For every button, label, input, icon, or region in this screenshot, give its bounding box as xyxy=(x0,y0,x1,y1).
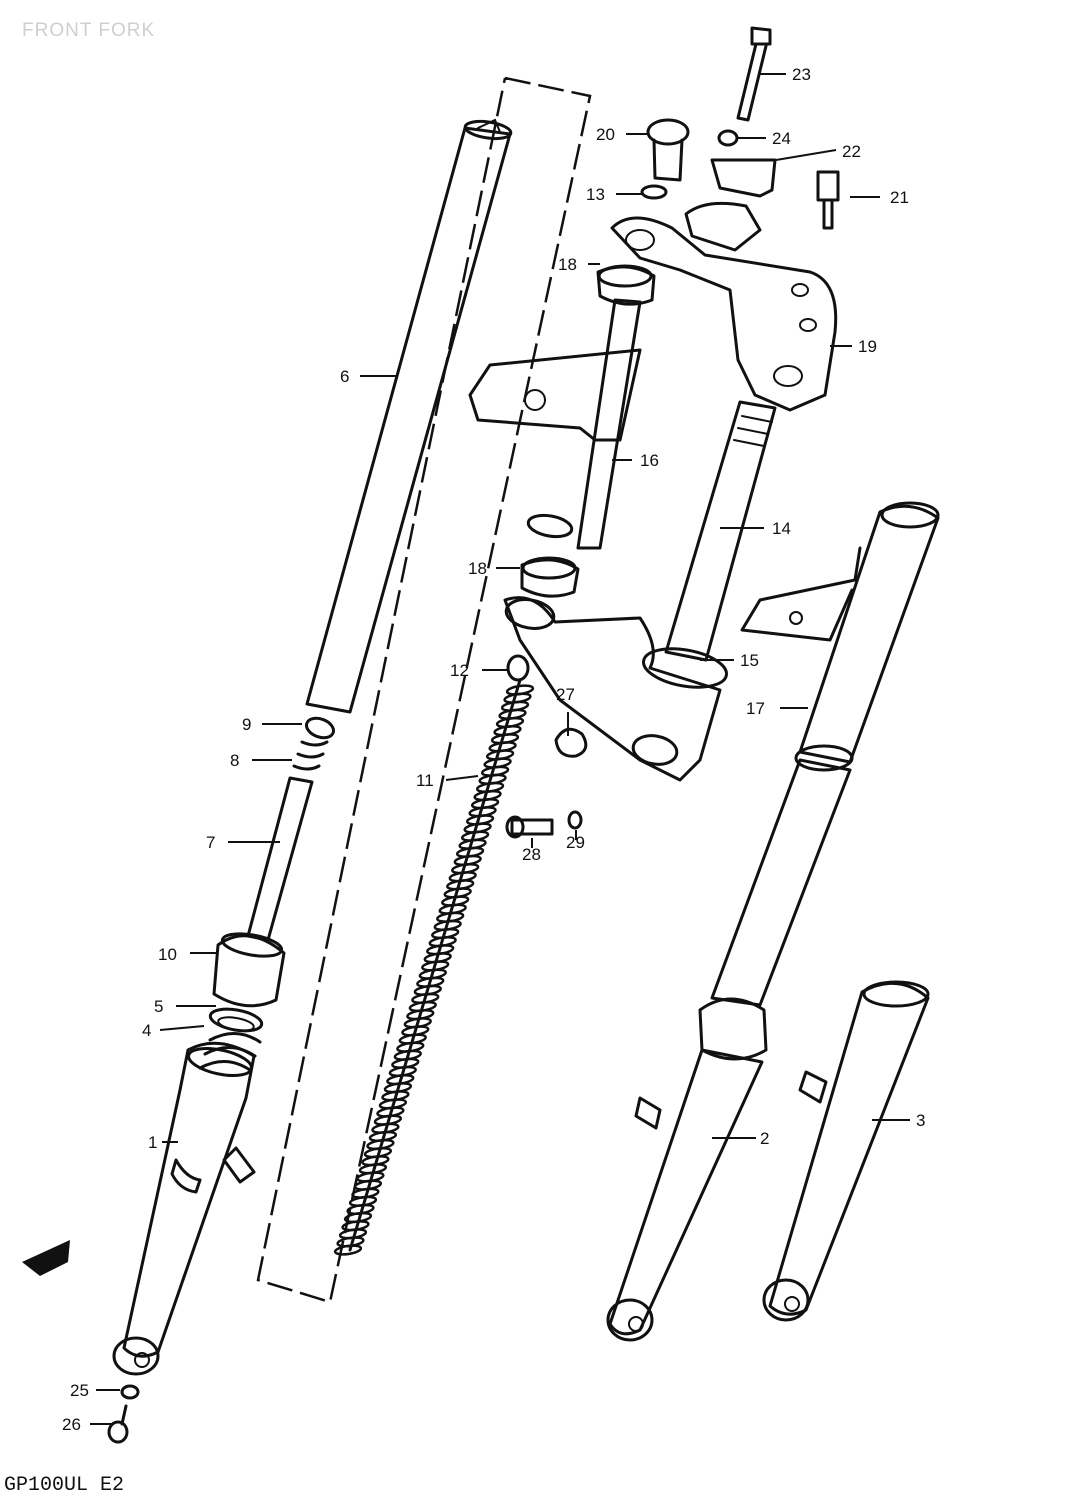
part-10-oil-lock-piece xyxy=(212,932,286,1008)
part-28-bolt xyxy=(505,815,554,839)
part-18-bearing-upper xyxy=(596,264,656,306)
part-22-handlebar-holder xyxy=(684,158,777,252)
model-code: GP100UL E2 xyxy=(4,1474,124,1497)
callout-3: 3 xyxy=(916,1111,925,1130)
part-3-outer-tube xyxy=(762,980,930,1322)
callout-12: 12 xyxy=(450,661,469,680)
diagram-title: FRONT FORK xyxy=(22,20,155,41)
callout-24: 24 xyxy=(772,129,791,148)
part-29-nut xyxy=(567,810,583,830)
callout-16: 16 xyxy=(640,451,659,470)
part-16-headlight-bracket xyxy=(468,298,642,550)
part-13-o-ring xyxy=(640,184,668,200)
callout-19: 19 xyxy=(858,337,877,356)
callout-7: 7 xyxy=(206,833,215,852)
callout-1: 1 xyxy=(148,1133,157,1152)
part-2-outer-tube-right xyxy=(606,997,768,1342)
part-19-upper-bracket xyxy=(610,216,838,412)
callout-5: 5 xyxy=(154,997,163,1016)
part-8-piston-ring xyxy=(292,740,329,771)
part-14-steering-stem xyxy=(664,400,777,662)
callout-21: 21 xyxy=(890,188,909,207)
callout-labels: 1 2 3 4 5 6 7 8 9 10 11 12 13 14 15 16 1… xyxy=(62,65,925,1434)
part-25-washer xyxy=(120,1384,140,1400)
part-24-washer xyxy=(717,129,739,147)
assembly-guide-dashed xyxy=(256,76,592,1304)
callout-20: 20 xyxy=(596,125,615,144)
callout-28: 28 xyxy=(522,845,541,864)
part-18-bearing-lower xyxy=(520,556,580,598)
part-12-spring-seat xyxy=(506,654,530,682)
part-11-fork-spring xyxy=(333,678,535,1256)
callout-4: 4 xyxy=(142,1021,151,1040)
part-21-bolt xyxy=(816,170,840,230)
part-15-lower-bracket xyxy=(503,596,728,782)
spring-coil xyxy=(333,1244,363,1256)
callout-27: 27 xyxy=(556,685,575,704)
callout-11: 11 xyxy=(416,771,434,790)
callout-26: 26 xyxy=(62,1415,81,1434)
callout-18-upper: 18 xyxy=(558,255,577,274)
dust-seal-upper xyxy=(526,513,574,539)
callout-15: 15 xyxy=(740,651,759,670)
part-23-long-bolt xyxy=(736,26,772,122)
callout-2: 2 xyxy=(760,1129,769,1148)
callout-6: 6 xyxy=(340,367,349,386)
callout-10: 10 xyxy=(158,945,177,964)
part-5-oil-seal xyxy=(208,1007,264,1033)
callout-8: 8 xyxy=(230,751,239,770)
part-9-ring xyxy=(304,716,336,740)
part-7-damper-rod xyxy=(246,776,314,942)
part-6-fork-tube xyxy=(305,118,513,714)
callout-22: 22 xyxy=(842,142,861,161)
part-17-fork-tube-right xyxy=(710,501,940,1007)
part-1-outer-tube-left xyxy=(112,1041,256,1376)
callout-9: 9 xyxy=(242,715,251,734)
callout-13: 13 xyxy=(586,185,605,204)
front-direction-arrow-icon xyxy=(22,1240,70,1276)
part-26-drain-bolt xyxy=(107,1404,129,1444)
callout-25: 25 xyxy=(70,1381,89,1400)
callout-18-lower: 18 xyxy=(468,559,487,578)
part-20-bolt xyxy=(646,118,690,182)
callout-17: 17 xyxy=(746,699,765,718)
callout-29: 29 xyxy=(566,833,585,852)
callout-23: 23 xyxy=(792,65,811,84)
leader-lines xyxy=(90,73,910,1425)
callout-14: 14 xyxy=(772,519,791,538)
part-27-clip xyxy=(554,727,588,758)
